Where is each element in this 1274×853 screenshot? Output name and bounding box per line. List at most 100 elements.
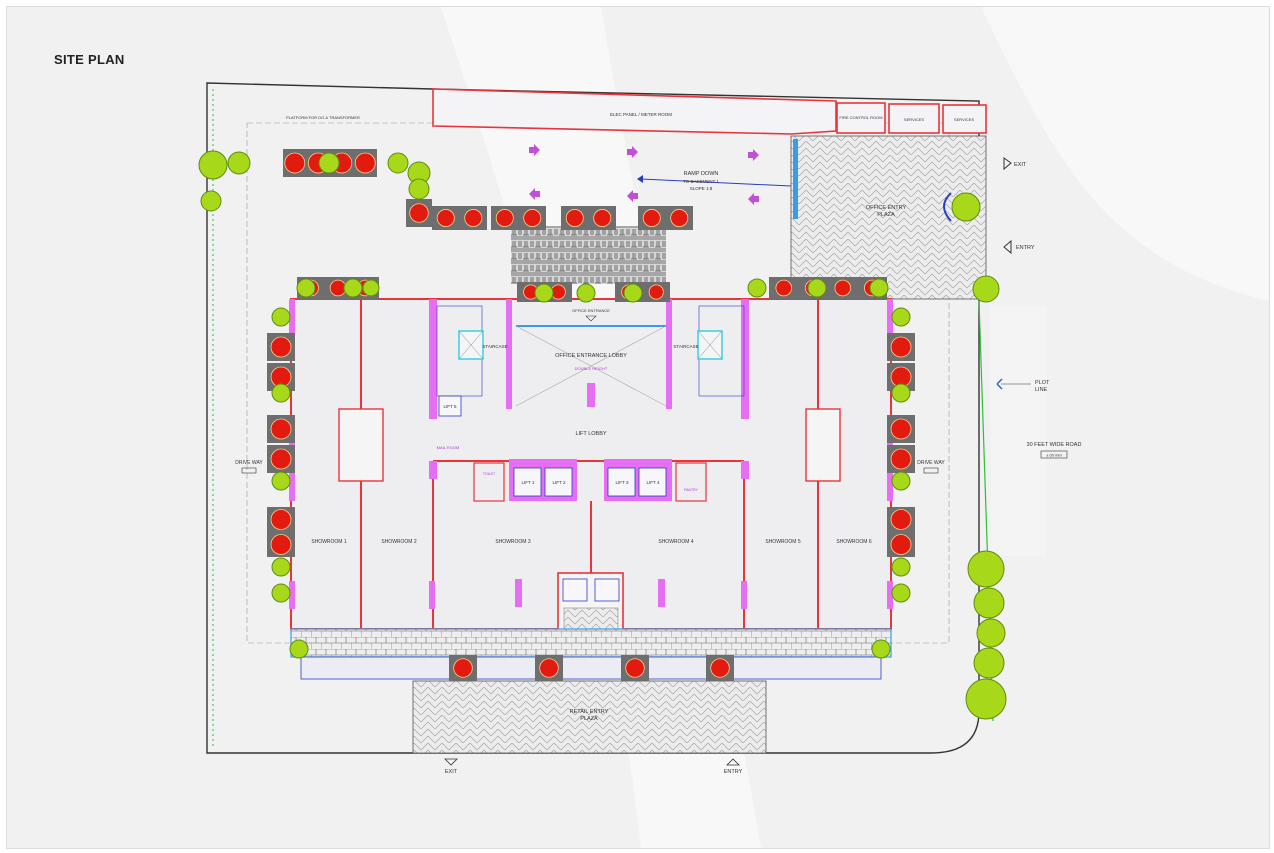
exit-icon <box>1003 157 1012 171</box>
tree-icon <box>973 587 1005 619</box>
staircase-right <box>697 305 745 397</box>
flower-icon <box>354 152 376 174</box>
fire-control-label: FIRE CONTROL ROOM <box>839 115 882 120</box>
glazing <box>793 139 798 219</box>
tree-icon <box>318 152 340 174</box>
lift-5-label: LIFT 5 <box>444 404 457 409</box>
toilet-right <box>675 462 707 502</box>
showroom-toilets-left <box>338 408 384 482</box>
services-label-2: SERVICES <box>954 117 974 122</box>
retail-entry-plaza <box>412 680 767 754</box>
page-title: SITE PLAN <box>54 52 125 67</box>
exit-icon <box>444 758 458 766</box>
showroom-toilets-right <box>805 408 841 482</box>
tree-icon <box>362 279 380 297</box>
showroom-5-label: SHOWROOM 5 <box>765 539 800 545</box>
entrance-steps <box>300 656 882 680</box>
ramp-arrow-icon <box>637 175 643 183</box>
tree-icon <box>387 152 409 174</box>
flower-icon <box>523 209 542 227</box>
road-level-label: ± 00 mm <box>1046 453 1062 458</box>
tree-icon <box>891 307 911 327</box>
site-plan-drawing: ELEC PANEL / METER ROOM PLATFORM FOR DG … <box>198 7 1269 848</box>
double-height-cross <box>515 325 667 407</box>
flower-icon <box>464 209 483 227</box>
tree-icon <box>807 278 827 298</box>
pantry-label: PANTRY <box>684 488 699 492</box>
tree-icon <box>200 190 222 212</box>
office-entry-plaza <box>790 135 987 300</box>
flower-icon <box>539 658 559 678</box>
tree-icon <box>891 557 911 577</box>
entry-icon <box>726 758 740 766</box>
site-plan-sheet: ELEC PANEL / METER ROOM PLATFORM FOR DG … <box>6 6 1270 849</box>
retail-plaza-label: RETAIL ENTRY <box>570 709 609 715</box>
lift-4-label: LIFT 4 <box>647 480 660 485</box>
tree-icon <box>408 178 430 200</box>
elec-panel-room <box>432 88 837 135</box>
entry-bottom-label: ENTRY <box>724 769 743 775</box>
flower-icon <box>270 336 292 358</box>
office-plaza-label: OFFICE ENTRY <box>866 205 907 211</box>
tree-icon <box>976 618 1006 648</box>
flower-icon <box>270 418 292 440</box>
plot-line-label: LINE <box>1035 387 1048 393</box>
drive-way-right-label: DRIVE WAY <box>917 460 945 466</box>
tree-icon <box>891 383 911 403</box>
tree-icon <box>534 283 554 303</box>
tree-icon <box>623 283 643 303</box>
office-forecourt-paving <box>511 226 666 284</box>
tree-icon <box>747 278 767 298</box>
tree-icon <box>967 550 1005 588</box>
tree-icon <box>891 471 911 491</box>
services-room-1 <box>888 103 940 134</box>
office-lobby-sub-label: DOUBLE HEIGHT <box>575 366 608 371</box>
flower-icon <box>593 209 612 227</box>
flower-icon <box>642 209 661 227</box>
plot-line-label: PLOT <box>1035 380 1050 386</box>
entry-icon <box>1003 239 1012 255</box>
lift-1-label: LIFT 1 <box>522 480 535 485</box>
tree-icon <box>869 278 889 298</box>
showroom-6-label: SHOWROOM 6 <box>836 539 871 545</box>
toilet-left <box>473 462 505 502</box>
flower-icon <box>710 658 730 678</box>
toilet-label: TOILET <box>483 472 496 476</box>
tree-icon <box>891 583 911 603</box>
showroom-1-label: SHOWROOM 1 <box>311 539 346 545</box>
entry-top-label: ENTRY <box>1016 245 1035 251</box>
flower-icon <box>453 658 473 678</box>
ramp-down-label: RAMP DOWN <box>684 171 719 177</box>
tree-icon <box>271 383 291 403</box>
tree-icon <box>972 275 1000 303</box>
ramp-arrow-line <box>640 178 792 187</box>
showroom-4-label: SHOWROOM 4 <box>658 539 693 545</box>
tree-icon <box>271 307 291 327</box>
flower-icon <box>270 509 292 530</box>
trees <box>198 150 1007 720</box>
planter-box <box>769 277 887 299</box>
lift-5 <box>438 395 462 417</box>
flower-icon <box>270 448 292 470</box>
tree-icon <box>271 583 291 603</box>
flower-icon <box>565 209 584 227</box>
road-label: 30 FEET WIDE ROAD <box>1027 442 1082 448</box>
elec-panel-label: ELEC PANEL / METER ROOM <box>610 112 672 117</box>
tree-icon <box>965 678 1007 720</box>
lift-bank <box>509 459 672 501</box>
lift-2-label: LIFT 2 <box>553 480 566 485</box>
services-room-2 <box>942 104 987 134</box>
mail-room-label: MAIL ROOM <box>437 445 460 450</box>
exit-bottom-label: EXIT <box>445 769 458 775</box>
office-lobby-label: OFFICE ENTRANCE LOBBY <box>555 353 627 359</box>
flower-icon <box>625 658 645 678</box>
tree-icon <box>271 557 291 577</box>
tree-icon <box>198 150 228 180</box>
flower-icon <box>436 209 455 227</box>
ramp-to-label: TO BASEMENT 1 <box>683 179 719 184</box>
flower-icon <box>890 534 912 555</box>
flower-icon <box>775 279 793 297</box>
staircase-left-label: STAIRCASE <box>482 344 507 349</box>
background-swoosh <box>981 7 1269 301</box>
showroom-3-label: SHOWROOM 3 <box>495 539 530 545</box>
